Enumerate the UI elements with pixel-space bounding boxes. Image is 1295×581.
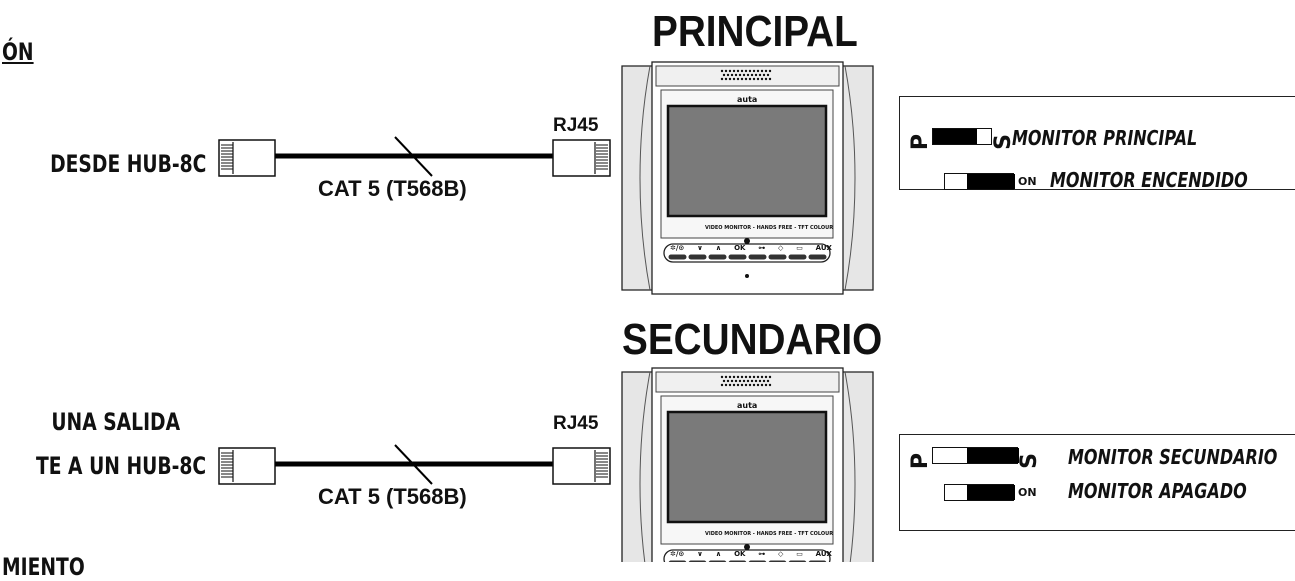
secundario-wiring [218, 444, 611, 485]
monitor-button-row: ✲/⊙ ∨ ∧ OK ⊶ ◇ ▭ AUX [670, 550, 832, 558]
principal-monitor [621, 61, 874, 295]
secundario-mode-text: MONITOR SECUNDARIO [1068, 445, 1278, 469]
secundario-cable-label: CAT 5 (T568B) [318, 484, 467, 509]
secundario-source-label-1: UNA SALIDA [51, 408, 180, 436]
cable-slash [394, 136, 433, 177]
wiring-diagram [218, 61, 874, 562]
principal-mode-text: MONITOR PRINCIPAL [1012, 126, 1198, 150]
secundario-monitor [621, 367, 874, 562]
principal-title: PRINCIPAL [652, 7, 858, 56]
secundario-screen [666, 410, 828, 524]
principal-dip-switch-on [944, 173, 1015, 190]
principal-dip-switch-p [932, 128, 992, 145]
monitor-button-label: ∧ [715, 550, 722, 558]
secundario-source-label-2: TE A UN HUB-8C [35, 452, 206, 480]
monitor-button-label: ◇ [778, 550, 784, 558]
monitor-caption: VIDEO MONITOR - HANDS FREE - TFT COLOUR [705, 225, 834, 231]
monitor-brand: auta [737, 95, 758, 104]
monitor-button-label: AUX [815, 244, 832, 252]
switch-label-p: P [908, 133, 934, 151]
monitor-button-label: ⊶ [758, 244, 766, 252]
monitor-caption: VIDEO MONITOR - HANDS FREE - TFT COLOUR [705, 531, 834, 537]
secundario-power-text: MONITOR APAGADO [1068, 479, 1247, 503]
monitor-button-label: ∨ [697, 550, 703, 558]
secundario-dip-switch-p [932, 447, 1019, 464]
switch-label-p: P [908, 452, 934, 470]
monitor-button-label: OK [734, 550, 746, 558]
cable-slash [394, 444, 433, 485]
monitor-button-label: AUX [815, 550, 832, 558]
monitor-button-label: ∨ [697, 244, 703, 252]
monitor-button-label: ▭ [796, 550, 803, 558]
secundario-connector-label: RJ45 [553, 413, 599, 434]
principal-wiring [218, 136, 611, 177]
section-heading: ÓN [2, 38, 34, 66]
monitor-button-label: ✲/⊙ [670, 550, 685, 558]
secundario-title: SECUNDARIO [622, 315, 883, 364]
monitor-button-label: OK [734, 244, 746, 252]
monitor-brand: auta [737, 401, 758, 410]
principal-cable-label: CAT 5 (T568B) [318, 176, 467, 201]
switch-label-s: S [1016, 453, 1042, 469]
secundario-dip-switch-on [944, 484, 1015, 501]
secundario-rj45-plug [552, 447, 611, 485]
monitor-button-row: ✲/⊙ ∨ ∧ OK ⊶ ◇ ▭ AUX [670, 244, 832, 252]
monitor-button-label: ▭ [796, 244, 803, 252]
switch-label-on: ON [1018, 175, 1037, 188]
principal-power-text: MONITOR ENCENDIDO [1050, 168, 1248, 192]
principal-source-label: DESDE HUB-8C [49, 150, 206, 178]
monitor-button-label: ∧ [715, 244, 722, 252]
switch-label-on: ON [1018, 486, 1037, 499]
monitor-button-label: ◇ [778, 244, 784, 252]
footer-heading: MIENTO [2, 553, 85, 581]
principal-connector-label: RJ45 [553, 115, 599, 136]
principal-rj45-plug [552, 139, 611, 177]
monitor-button-label: ⊶ [758, 550, 766, 558]
monitor-button-label: ✲/⊙ [670, 244, 685, 252]
principal-screen [666, 104, 828, 218]
secundario-source-plug [218, 447, 276, 485]
